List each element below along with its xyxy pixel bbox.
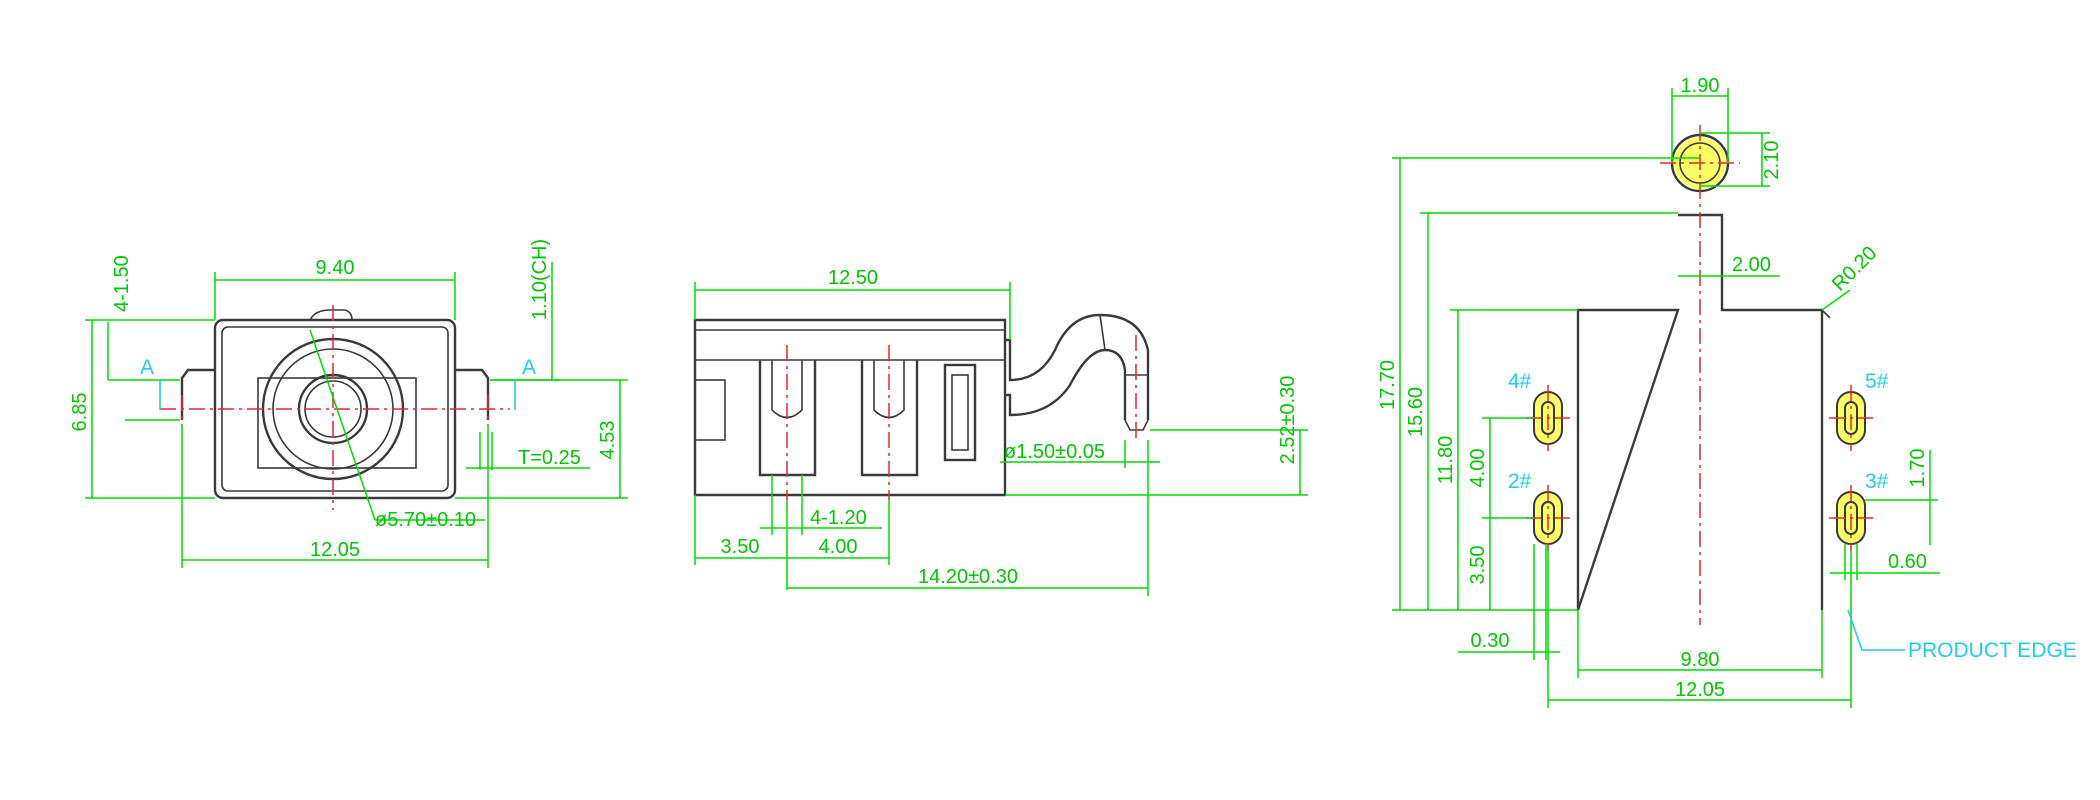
- leader-diameter: [309, 329, 376, 521]
- side-left-notch: [694, 379, 726, 441]
- section-label-left: A: [140, 356, 154, 379]
- front-inner-frame: [257, 377, 417, 469]
- dim-front-width-bottom: 12.05: [310, 539, 360, 561]
- dim-front-height: 6.85: [69, 393, 91, 432]
- bottom-outline: [1576, 213, 1824, 611]
- dim-front-slot-count: 4-1.50: [111, 255, 133, 312]
- side-connector: [943, 363, 977, 462]
- dim-front-hole-diameter: ø5.70±0.10: [375, 509, 476, 531]
- leader: [1821, 289, 1851, 311]
- pin-5: [1829, 385, 1873, 451]
- dim-side-offset: 3.50: [721, 536, 760, 558]
- side-body-outline: [693, 318, 1007, 497]
- side-hook-outer: [1005, 313, 1150, 420]
- pin-3: [1829, 485, 1873, 551]
- dim-front-chamfer: 1.10(CH): [529, 239, 551, 320]
- dim-side-pitch: 4.00: [819, 536, 858, 558]
- pin-4: [1526, 385, 1570, 451]
- pin-2: [1526, 485, 1570, 551]
- front-view: 9.40 4-1.50 6.85 1.10(CH) 4.53 T=0.25 A …: [69, 239, 628, 568]
- dim-bottom-pin-spacing: 4.00: [1467, 449, 1489, 488]
- dim-bottom-tube-width: 1.90: [1681, 75, 1720, 97]
- dim-bottom-edge-gap: 0.30: [1471, 630, 1510, 652]
- dim-side-length-top: 12.50: [828, 267, 878, 289]
- dim-side-slot-spec: 4-1.20: [810, 507, 867, 529]
- dim-bottom-overall-height: 17.70: [1377, 360, 1399, 410]
- dim-bottom-shoulder-height: 11.80: [1435, 436, 1457, 485]
- side-connector-inner: [951, 374, 969, 451]
- bottom-corner: [1821, 309, 1831, 319]
- dim-bottom-tube-height: 2.10: [1761, 141, 1783, 180]
- dim-bottom-pin-offset: 3.50: [1467, 546, 1489, 585]
- dim-side-total-length: 14.20±0.30: [918, 566, 1018, 588]
- product-edge-leader: [1847, 609, 1905, 651]
- dim-side-tip-height: 2.52±0.30: [1277, 376, 1299, 465]
- front-right-tab: [455, 368, 490, 420]
- dim-bottom-radius: R0.20: [1828, 242, 1881, 295]
- dim-bottom-body-height: 15.60: [1405, 387, 1427, 437]
- pin-label-4: 4#: [1508, 370, 1532, 393]
- dim-bottom-inner-width: 9.80: [1681, 649, 1720, 671]
- pin-label-3: 3#: [1865, 470, 1889, 493]
- dim-bottom-outer-width: 12.05: [1675, 679, 1725, 701]
- product-edge-label: PRODUCT EDGE: [1908, 639, 2077, 662]
- front-left-tab: [180, 368, 215, 420]
- pin-label-5: 5#: [1865, 370, 1889, 393]
- dim-front-width-top: 9.40: [316, 257, 355, 279]
- dim-bottom-pin-width: 0.60: [1888, 551, 1927, 573]
- side-view: 12.50 2.52±0.30 ø1.50±0.05 4-1.20 3.50 4…: [693, 267, 1308, 596]
- section-label-right: A: [522, 356, 536, 379]
- side-hook-band: [1099, 314, 1106, 351]
- dim-bottom-pin-length: 1.70: [1907, 449, 1929, 488]
- dim-front-thickness: T=0.25: [518, 447, 581, 469]
- bottom-view: 4# 2# 5# 3# 1.90 2.10 2.00 R0.20 17.70 1…: [1377, 75, 2077, 708]
- dim-bottom-tab-width: 2.00: [1732, 254, 1771, 276]
- side-hook-inner: [1005, 348, 1127, 420]
- pin-label-2: 2#: [1508, 470, 1532, 493]
- front-top-nub: [309, 309, 353, 321]
- dim-side-pin-diameter: ø1.50±0.05: [1004, 441, 1105, 463]
- dim-front-height-inner: 4.53: [597, 421, 619, 460]
